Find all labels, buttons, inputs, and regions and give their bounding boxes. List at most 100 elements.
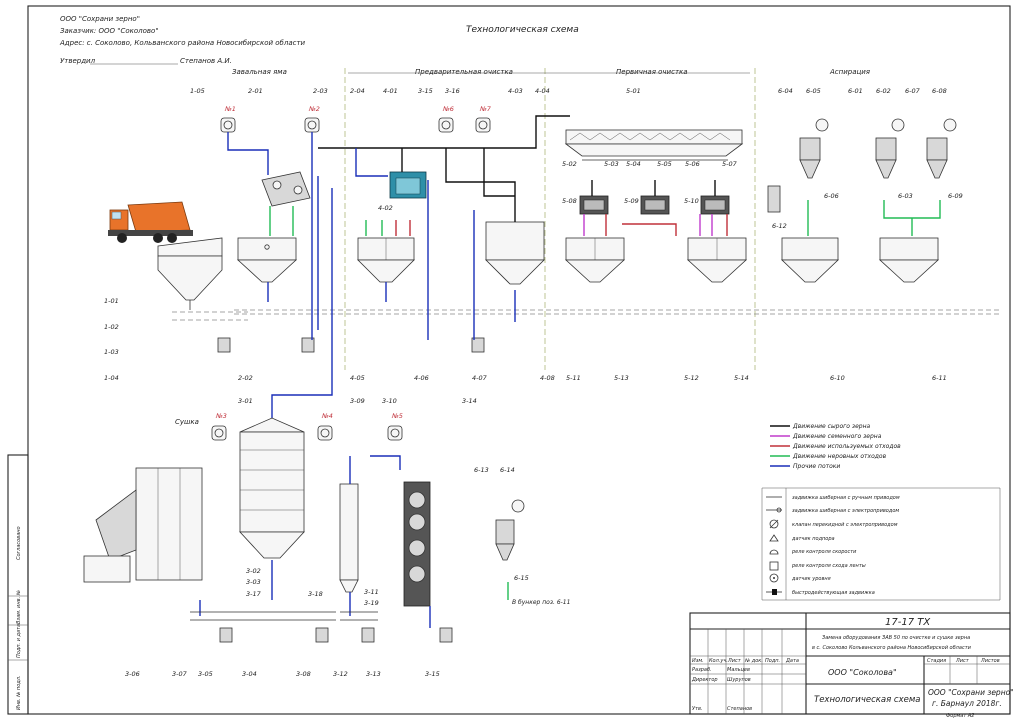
legend-flow-seed: Движение семенного зерна: [792, 433, 882, 440]
tb-code: 17-17 ТХ: [885, 617, 931, 628]
bin-4-07: [485, 221, 545, 285]
column-3-09-icon: [339, 483, 359, 593]
tb-role-2: Директор: [691, 677, 718, 683]
aspiration-fan-6-08-icon: [943, 118, 957, 132]
tb-company: ООО "Соколова": [828, 668, 897, 677]
section-pre-cleaning: Предварительная очистка: [415, 68, 513, 76]
position-tag-5-10: 5-10: [684, 197, 699, 205]
tb-format: Формат А2: [946, 713, 974, 719]
tb-header-sheet: Лист: [727, 658, 742, 664]
bin-2-02: [236, 237, 298, 283]
fan-7-icon: [475, 117, 491, 133]
position-tag-5-14: 5-14: [734, 374, 749, 382]
position-tag-6-01: 6-01: [848, 87, 863, 95]
position-tag-4-02: 4-02: [378, 204, 393, 212]
aspiration-fan-6-02-icon: [891, 118, 905, 132]
tb-desc-2: в с. Соколово Кольванского района Новоси…: [812, 645, 972, 651]
position-tag-6-12: 6-12: [772, 222, 787, 230]
legend-flow-uneven: Движение неровных отходов: [792, 453, 887, 460]
tb-sheet: Лист: [955, 658, 970, 664]
stamp-sign-date: Подп. и дата: [16, 624, 22, 658]
tb-name-2: Шурупов: [727, 677, 751, 683]
position-tag-1-04: 1-04: [104, 374, 119, 382]
cleaner-5-08-icon: [579, 195, 609, 215]
position-tag-3-06: 3-06: [125, 670, 140, 678]
position-tag-2-02: 2-02: [238, 374, 253, 382]
bin-6-11: [878, 237, 940, 283]
position-tag-1-01: 1-01: [104, 297, 119, 305]
position-tag-4-05: 4-05: [350, 374, 365, 382]
cyclone-6-01-icon: [875, 137, 897, 179]
fan-label-3: №3: [215, 412, 227, 420]
tb-sheets: Листов: [980, 658, 1000, 664]
position-tag-4-07: 4-07: [472, 374, 488, 382]
elevator-boot-4-07: [471, 337, 485, 353]
fan-3-icon: [211, 425, 227, 441]
position-tag-6-11: 6-11: [932, 374, 947, 382]
flow-other-intake: [227, 132, 269, 175]
sheet-frame: [27, 5, 1011, 715]
tb-doc-title: Технологическая схема: [814, 695, 920, 705]
bunker-note: В бункер поз. 6-11: [512, 599, 570, 606]
position-tag-5-04: 5-04: [626, 160, 641, 168]
position-tag-2-01: 2-01: [248, 87, 263, 95]
legend-symbol-3: клапан перекидной с электроприводом: [792, 522, 898, 528]
position-tag-3-07: 3-07: [172, 670, 188, 678]
position-tag-6-04: 6-04: [778, 87, 793, 95]
title-block: [689, 612, 1011, 715]
position-tag-3-15: 3-15: [425, 670, 440, 678]
dryer-unit-icon: [83, 467, 203, 583]
position-tag-4-08: 4-08: [540, 374, 555, 382]
legend-symbol-2: задвижка шиберная с электроприводом: [792, 508, 899, 514]
flow-raw-grain-top: [318, 115, 570, 149]
tb-name-3: Степанов: [727, 706, 752, 712]
dryer-column-3-14-icon: [403, 481, 431, 607]
position-tag-5-13: 5-13: [614, 374, 629, 382]
position-tag-3-14: 3-14: [462, 397, 477, 405]
section-intake-pit: Завальная яма: [232, 68, 287, 76]
approve-label: Утвердил: [60, 57, 96, 65]
header-client-line-2: Заказчик: ООО "Соколово": [60, 27, 159, 35]
position-tag-3-04: 3-04: [242, 670, 257, 678]
position-tag-3-19: 3-19: [364, 599, 379, 607]
dump-truck-icon: [108, 201, 193, 243]
bin-6-10: [781, 237, 839, 283]
elevator-boot-1-04: [217, 337, 231, 353]
position-tag-6-09: 6-09: [948, 192, 963, 200]
position-tag-5-09: 5-09: [624, 197, 639, 205]
position-tag-3-11: 3-11: [364, 588, 379, 596]
position-tag-6-13: 6-13: [474, 466, 489, 474]
bin-4-05: [357, 237, 415, 283]
fan-label-1: №1: [224, 105, 236, 113]
tb-header-doc: № док.: [744, 658, 763, 664]
intake-hopper: [157, 237, 223, 310]
position-tag-3-05: 3-05: [198, 670, 213, 678]
position-tag-2-04: 2-04: [350, 87, 365, 95]
cyclone-6-04-icon: [799, 137, 821, 179]
position-tag-5-05: 5-05: [657, 160, 672, 168]
position-tag-3-01: 3-01: [238, 397, 253, 405]
fan-label-5: №5: [391, 412, 403, 420]
side-stamp: Согласовано Взам. инв. № Подп. и дата Ин…: [7, 454, 29, 715]
position-tag-5-07: 5-07: [722, 160, 738, 168]
position-tag-3-09: 3-09: [350, 397, 365, 405]
position-tag-4-04: 4-04: [535, 87, 550, 95]
position-tag-3-13: 3-13: [366, 670, 381, 678]
legend-flow-used: Движение используемых отходов: [792, 443, 901, 450]
position-tag-3-08: 3-08: [296, 670, 311, 678]
fan-6-icon: [438, 117, 454, 133]
tb-name-1: Мальцев: [727, 667, 750, 673]
stamp-agreed: Согласовано: [16, 526, 22, 560]
position-tag-1-03: 1-03: [104, 348, 119, 356]
position-tag-6-14: 6-14: [500, 466, 515, 474]
position-tag-2-03: 2-03: [313, 87, 328, 95]
position-tag-5-06: 5-06: [685, 160, 700, 168]
flow-to-dryer-silo: [271, 188, 333, 418]
fan-4-icon: [317, 425, 333, 441]
screen-machine-5-01: [564, 129, 744, 161]
silo-3-01-icon: [239, 417, 305, 559]
position-tag-3-18: 3-18: [308, 590, 323, 598]
position-tag-3-17: 3-17: [246, 590, 262, 598]
tb-developer-1: ООО "Сохрани зерно": [928, 688, 1014, 697]
